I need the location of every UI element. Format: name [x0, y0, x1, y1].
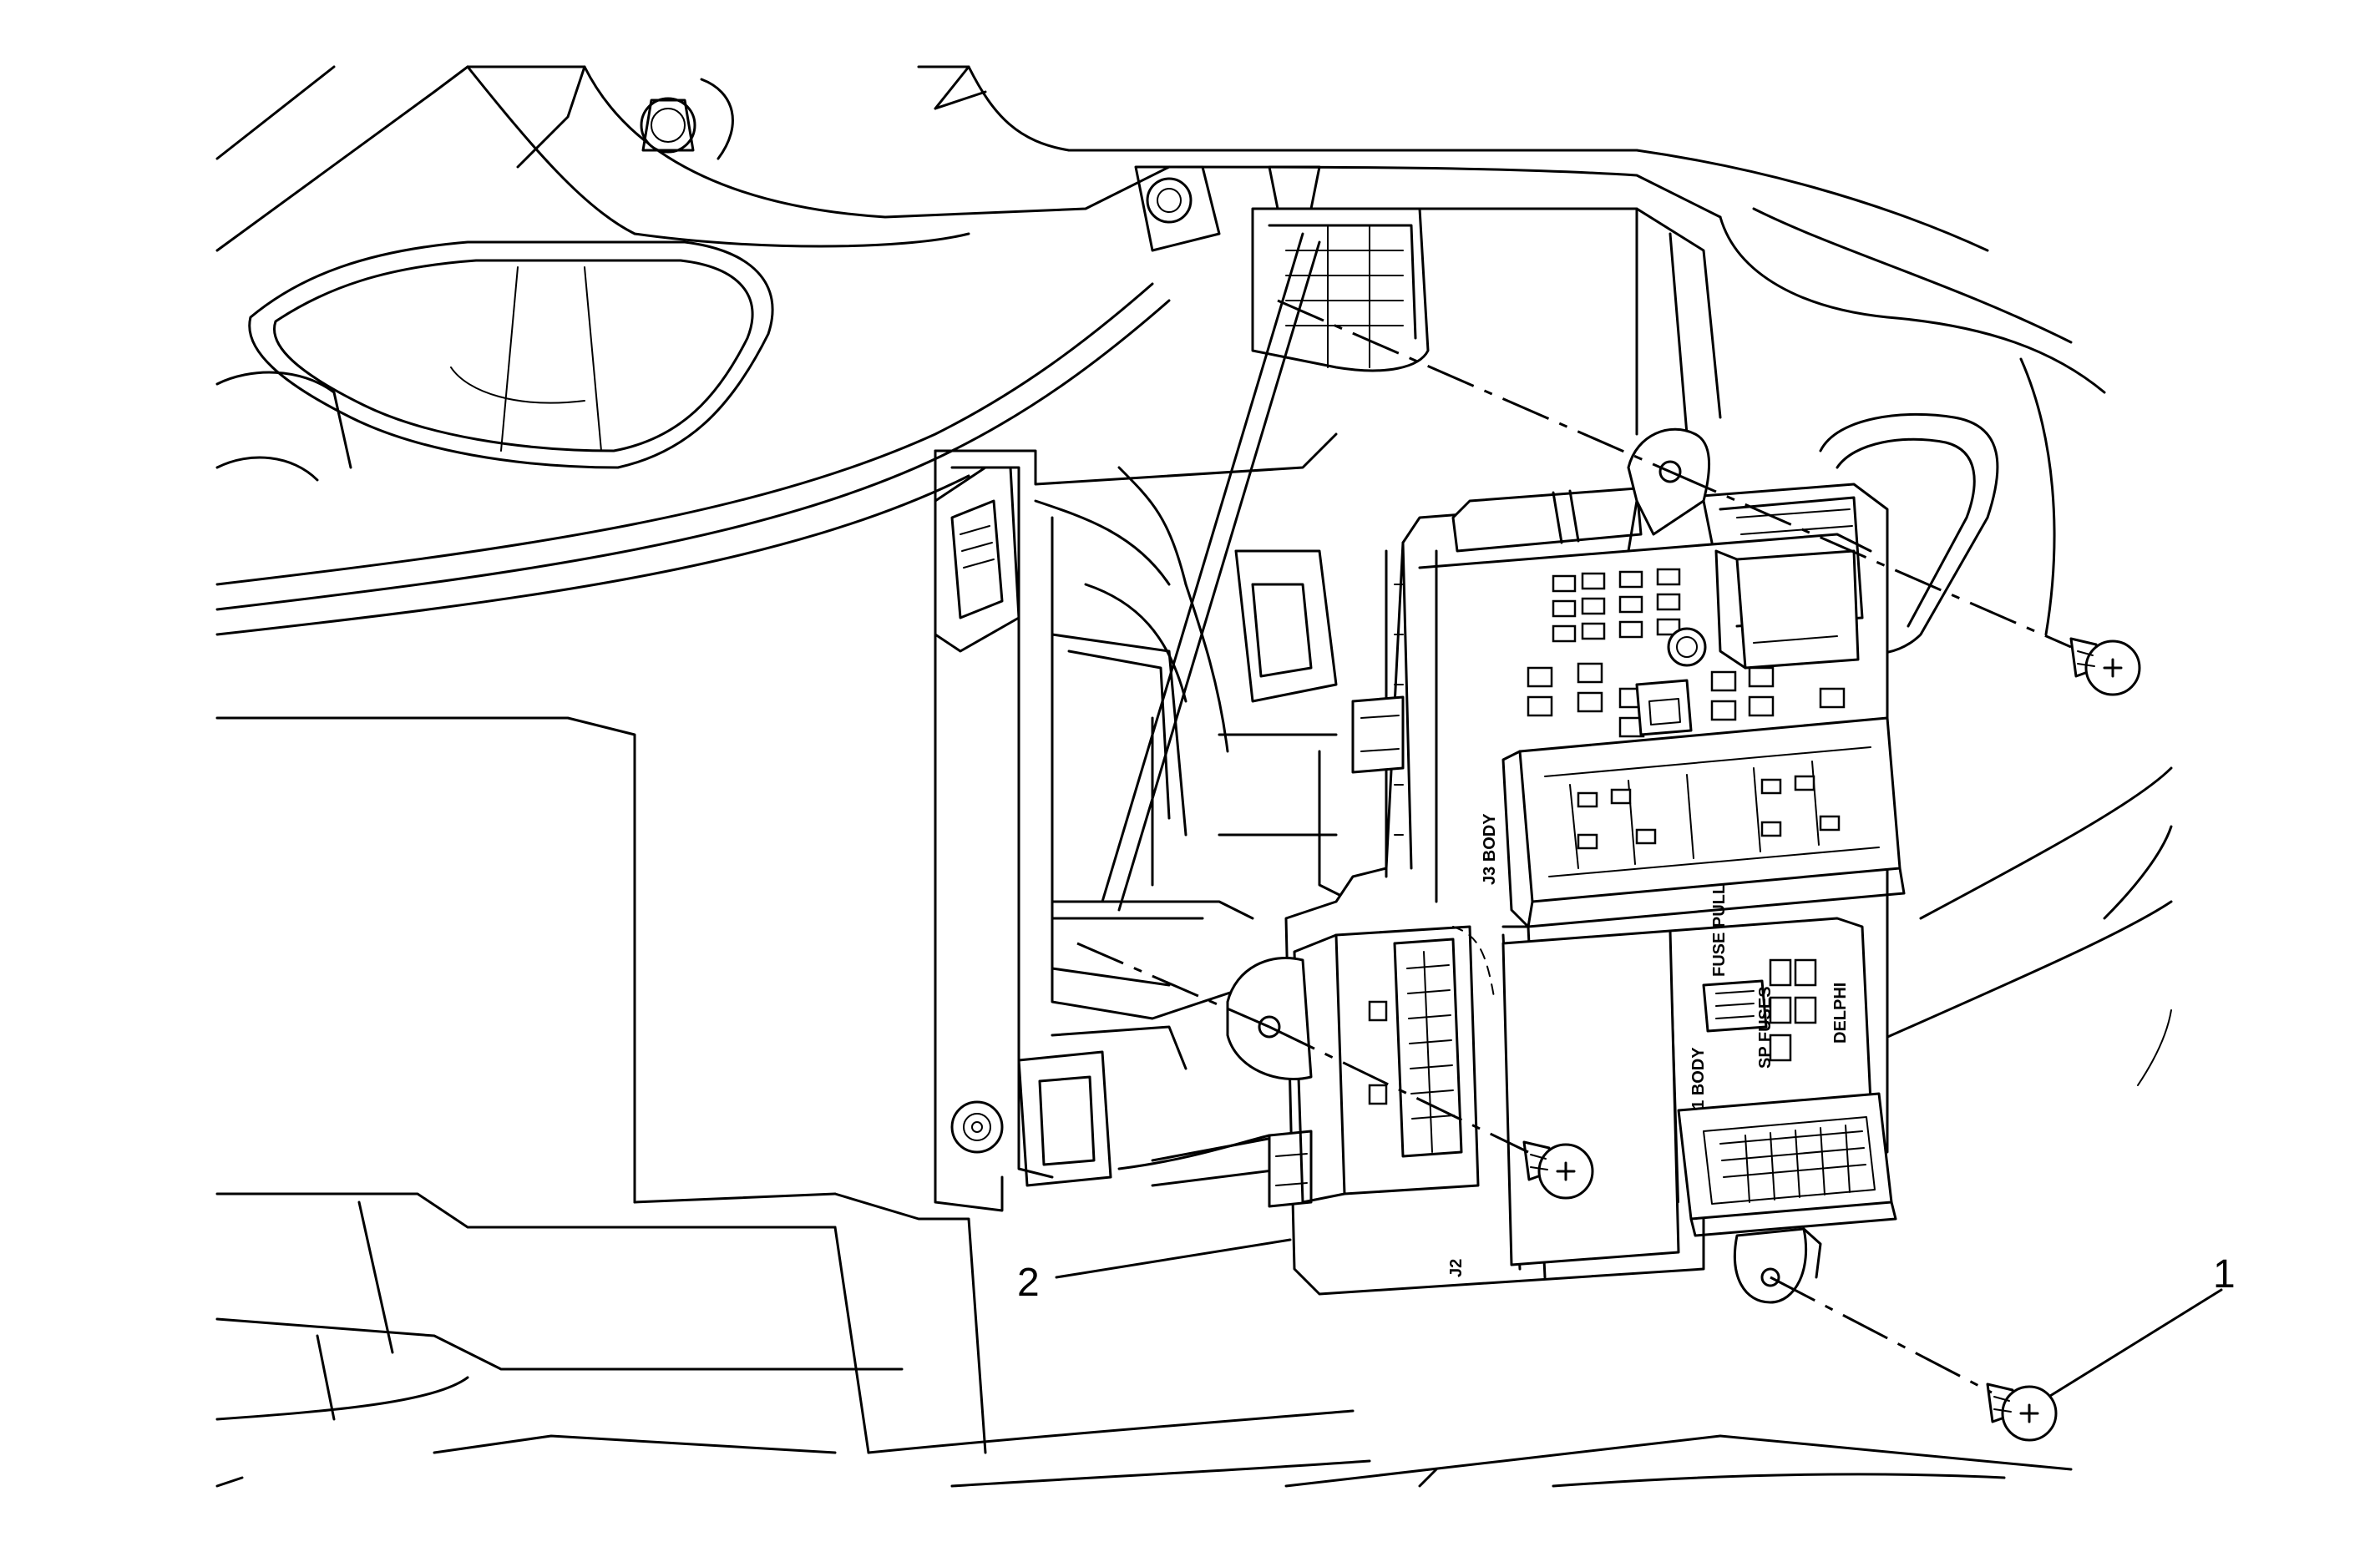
- screw-upper: [2069, 637, 2141, 696]
- j1-connector: [1677, 1092, 1897, 1237]
- upper-mounting-slot: [1251, 207, 1430, 372]
- j1-label: J1 BODY: [1689, 1047, 1708, 1119]
- j2-label: J2: [1447, 1259, 1466, 1277]
- callout-2: 2: [1017, 1238, 1292, 1305]
- callout-1-label: 1: [2213, 1252, 2236, 1297]
- bracket-left-clip: [934, 466, 1020, 653]
- upper-pushpin-fastener: [640, 78, 734, 160]
- bracket-lower-clip: [950, 1050, 1112, 1187]
- lower-mounting-ear: [1733, 1227, 1822, 1304]
- fuse-puller-label: FUSE PULL: [1710, 884, 1729, 977]
- spare-fuses-label: SP FUSES: [1756, 986, 1775, 1069]
- alignment-lines: [1076, 299, 2072, 1394]
- fuse-puller: [1702, 979, 1768, 1033]
- fuse-grid-upper: [1527, 568, 1846, 738]
- callout-1: 1: [2048, 1252, 2236, 1398]
- j3-label: J3 BODY: [1481, 813, 1499, 885]
- maker-label: DELPHI: [1831, 983, 1850, 1044]
- j3-connector: [1501, 716, 1906, 928]
- left-mounting-ear: [1226, 956, 1313, 1081]
- screw-middle: [1522, 1140, 1594, 1200]
- instrument-panel-structure: [215, 65, 2173, 1488]
- screw-lower: [1986, 1383, 2058, 1442]
- callout-2-label: 2: [1017, 1261, 1040, 1305]
- spare-fuses: [1769, 958, 1817, 1062]
- j2-connector: [1293, 925, 1480, 1204]
- relay: [1714, 549, 1860, 670]
